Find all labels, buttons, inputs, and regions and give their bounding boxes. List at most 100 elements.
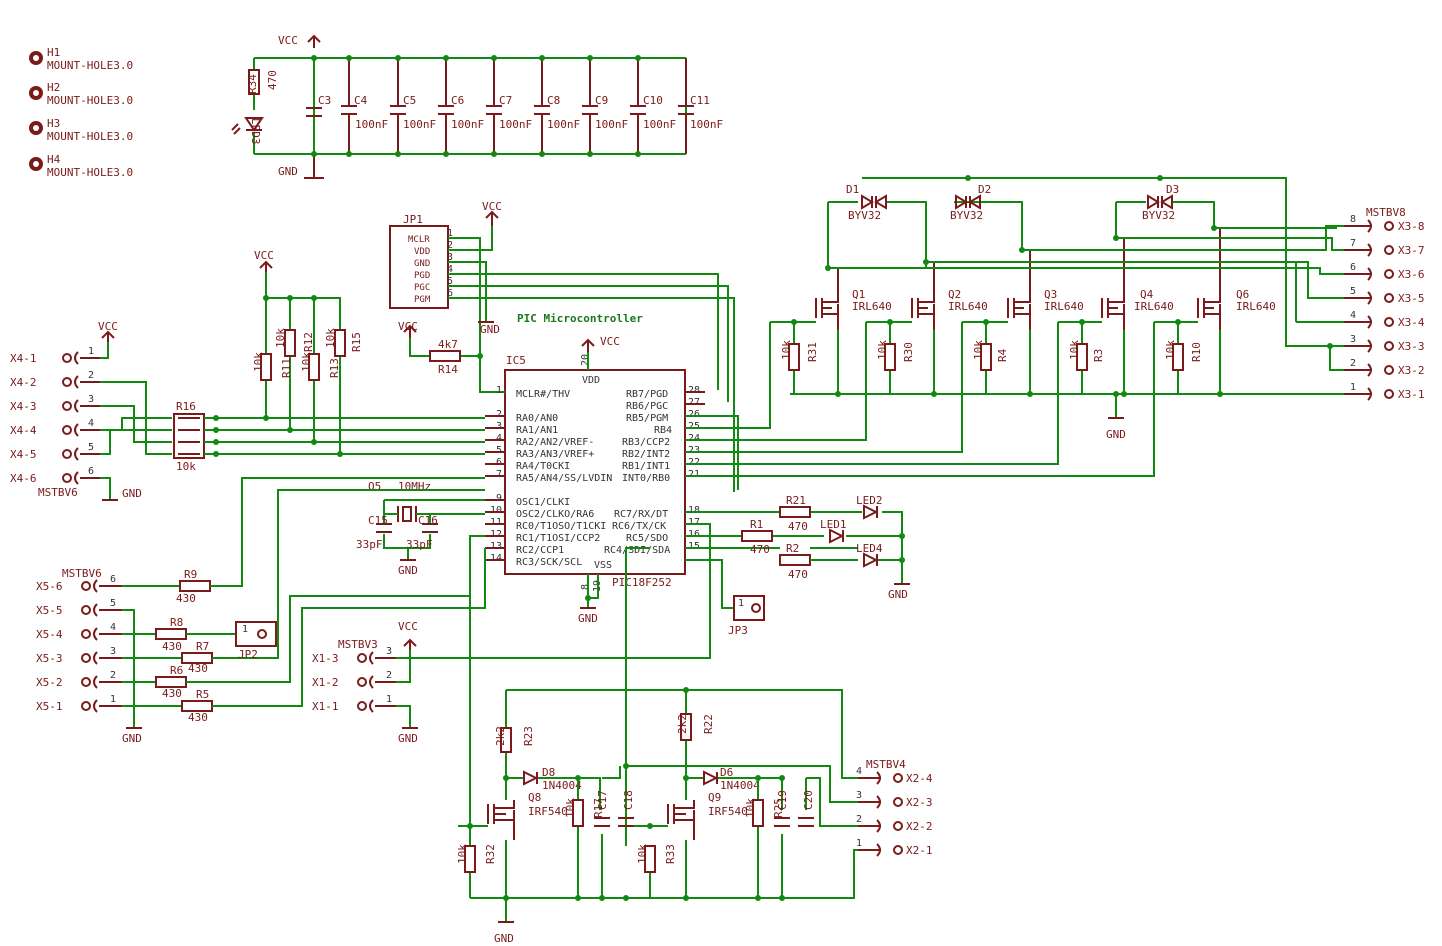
pullup-value: 10k xyxy=(274,328,287,348)
pin-num: 27 xyxy=(688,397,700,408)
vcc-label: VCC xyxy=(398,320,418,333)
pullup-value: 10k xyxy=(324,328,337,348)
pin-label: OSC1/CLKI xyxy=(516,497,570,508)
r14-ref: R14 xyxy=(438,363,458,376)
gnd-label: GND xyxy=(480,323,500,336)
jp3-pin-num: 1 xyxy=(738,598,744,609)
mosfet-q6: Q6 IRL640 xyxy=(1197,228,1276,330)
mosfet-q4: Q4 IRL640 xyxy=(1101,238,1174,330)
mosfet-q9: Q9 IRF540 xyxy=(667,791,748,840)
cap-value: 100nF xyxy=(355,118,388,131)
jp2-ref: JP2 xyxy=(238,648,258,661)
led2 xyxy=(863,504,879,520)
q9-value: IRF540 xyxy=(708,805,748,818)
pin-num: 28 xyxy=(688,385,700,396)
x3-pin-num: 7 xyxy=(1350,238,1356,249)
c18-ref: C18 xyxy=(622,790,635,810)
pin-num: 3 xyxy=(496,421,502,432)
d8-value: 1N4004 xyxy=(542,779,582,792)
r-value: 10k xyxy=(1164,340,1177,360)
x4-name: MSTBV6 xyxy=(38,486,78,499)
q9-ref: Q9 xyxy=(708,791,721,804)
jp1-pin-num: 4 xyxy=(447,264,453,275)
ic5-body xyxy=(504,369,686,575)
x1-pin-label: X1-3 xyxy=(312,652,339,665)
r34-value: 470 xyxy=(266,70,279,90)
cap-value: 100nF xyxy=(595,118,628,131)
resistor-r12 xyxy=(284,329,296,357)
r-value: 10k xyxy=(1068,340,1081,360)
pin-label: RA0/AN0 xyxy=(516,413,558,424)
jp1-pin-label: GND xyxy=(414,259,430,269)
r21-value: 470 xyxy=(788,520,808,533)
x2-pin-label: X2-3 xyxy=(906,796,933,809)
x5-pin-num: 1 xyxy=(110,694,116,705)
q-ref: Q2 xyxy=(948,288,961,301)
d1-ref: D1 xyxy=(846,183,859,196)
resistor-r4 xyxy=(980,343,992,371)
r5-ref: R5 xyxy=(196,688,209,701)
resistor-r32 xyxy=(464,845,476,873)
r-ref: R4 xyxy=(996,348,1009,362)
r6-value: 430 xyxy=(162,687,182,700)
diode-d1 xyxy=(861,194,887,210)
jp1-pin-num: 6 xyxy=(447,288,453,299)
led2-ref: LED2 xyxy=(856,494,883,507)
diode-d3 xyxy=(1147,194,1173,210)
c16-ref: C16 xyxy=(418,514,438,527)
x1-pin-num: 3 xyxy=(386,646,392,657)
d2-value: BYV32 xyxy=(950,209,983,222)
x3-pin-num: 5 xyxy=(1350,286,1356,297)
pin-num: 11 xyxy=(490,517,502,528)
pin-num: 22 xyxy=(688,457,700,468)
q-ref: Q3 xyxy=(1044,288,1057,301)
pin-num: 25 xyxy=(688,421,700,432)
x5-pin-num: 5 xyxy=(110,598,116,609)
resistor-r3 xyxy=(1076,343,1088,371)
c17-ref: C17 xyxy=(596,790,609,810)
mosfet-q8: Q8 IRF540 xyxy=(487,791,568,840)
gnd-label: GND xyxy=(888,588,908,601)
r2-value: 470 xyxy=(788,568,808,581)
x3-pin-num: 4 xyxy=(1350,310,1356,321)
resistor-r9 xyxy=(179,580,211,592)
ic5-part: PIC18F252 xyxy=(612,576,672,589)
power-output-stage: D1 BYV32 D2 BYV32 D3 BYV32 Q1 IRL640 Q2 … xyxy=(685,175,1330,477)
vcc-label: VCC xyxy=(98,320,118,333)
resistor-r2 xyxy=(779,554,811,566)
x5-pin-label: X5-4 xyxy=(36,628,63,641)
x1-pin-label: X1-2 xyxy=(312,676,339,689)
x3-pin-num: 2 xyxy=(1350,358,1356,369)
x4-pin-label: X4-4 xyxy=(10,424,37,437)
x3-pin-label: X3-6 xyxy=(1398,268,1425,281)
cap-value: 100nF xyxy=(643,118,676,131)
pin-label: RA3/AN3/VREF+ xyxy=(516,449,594,460)
x5-connector: MSTBV6 X5-6 X5-5 X5-4 X5-3 X5-2 X5-1 6 5… xyxy=(36,567,182,745)
q5-ref: Q5 xyxy=(368,480,381,493)
x5-pin-num: 4 xyxy=(110,622,116,633)
cap-value: 100nF xyxy=(690,118,723,131)
x3-pin-label: X3-2 xyxy=(1398,364,1425,377)
vss-pin: 8 xyxy=(580,584,591,590)
gnd-label: GND xyxy=(494,932,514,945)
jp1-pin-num: 1 xyxy=(447,228,453,239)
resistor-r16 xyxy=(173,413,205,459)
pin-num: 15 xyxy=(688,541,700,552)
mount-hole-ref: H1 xyxy=(47,46,60,59)
x1-pin-num: 1 xyxy=(386,694,392,705)
x5-pin-label: X5-6 xyxy=(36,580,63,593)
mount-hole-h1: H1 MOUNT-HOLE3.0 xyxy=(29,46,133,72)
pin-label: RB4 xyxy=(654,425,672,436)
jp3-ref: JP3 xyxy=(728,624,748,637)
vcc-label: VCC xyxy=(398,620,418,633)
pin-label: RA1/AN1 xyxy=(516,425,558,436)
pin-num: 4 xyxy=(496,433,502,444)
pin-label: RC7/RX/DT xyxy=(614,509,668,520)
resistor-r31 xyxy=(788,343,800,371)
mount-hole-h4: H4 MOUNT-HOLE3.0 xyxy=(29,153,133,179)
resistor-r30 xyxy=(884,343,896,371)
